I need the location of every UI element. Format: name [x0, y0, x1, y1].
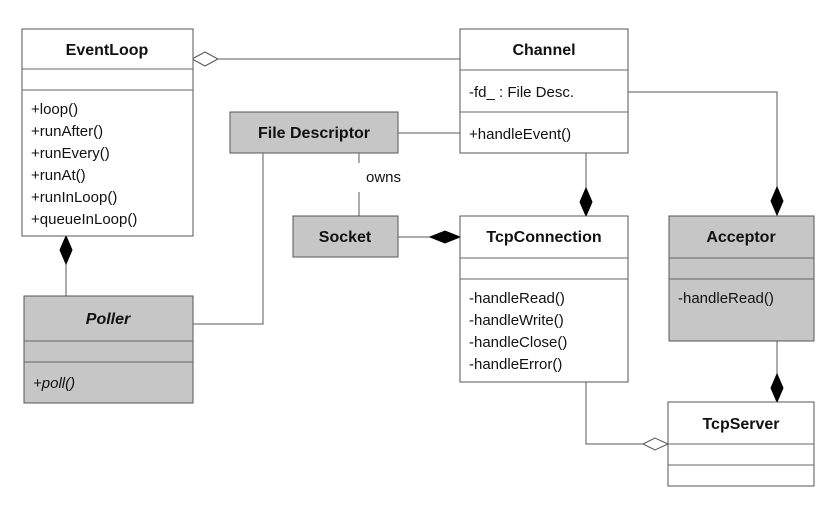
- eventloop-box: [21, 28, 194, 237]
- poller-title: Poller: [86, 311, 131, 328]
- tcpconnection-socket-composition-diamond: [428, 230, 462, 244]
- tcpconnection-method: -handleError(): [469, 356, 562, 373]
- channel-title: Channel: [512, 42, 575, 59]
- tcpconnection-tcpserver-aggregation-line: [585, 382, 643, 445]
- socket-box: [292, 215, 399, 258]
- tcpconnection-box: [459, 215, 629, 383]
- class-eventloop: EventLoop +loop() +runAfter() +runEvery(…: [21, 28, 194, 237]
- eventloop-method: +loop(): [31, 101, 78, 118]
- acceptor-method: -handleRead(): [678, 290, 774, 307]
- eventloop-method: +runEvery(): [31, 145, 110, 162]
- acceptor-channel-composition-diamond: [770, 185, 784, 217]
- filedescriptor-poller-line: [193, 153, 264, 325]
- eventloop-method: +runAt(): [31, 167, 86, 184]
- tcpconnection-method: -handleWrite(): [469, 312, 564, 329]
- eventloop-composition-diamond: [59, 234, 73, 266]
- filedescriptor-title: File Descriptor: [258, 125, 370, 142]
- filedescriptor-box: [229, 111, 399, 154]
- eventloop-aggregation-diamond: [190, 51, 220, 67]
- eventloop-method: +runInLoop(): [31, 189, 117, 206]
- channel-acceptor-composition-line: [628, 91, 778, 187]
- channel-method: +handleEvent(): [469, 126, 571, 143]
- tcpserver-aggregation-diamond: [641, 437, 670, 451]
- eventloop-method: +runAfter(): [31, 123, 103, 140]
- class-tcpconnection: TcpConnection -handleRead() -handleWrite…: [459, 215, 629, 383]
- poller-method: +poll(): [33, 375, 75, 392]
- tcpconnection-method: -handleRead(): [469, 290, 565, 307]
- class-acceptor: Acceptor -handleRead(): [668, 215, 815, 342]
- tcpconnection-channel-composition-diamond: [579, 186, 593, 218]
- tcpserver-title: TcpServer: [702, 416, 779, 433]
- channel-box: [459, 28, 629, 154]
- poller-box: [23, 295, 194, 404]
- owns-label: owns: [366, 169, 401, 186]
- class-filedescriptor: File Descriptor: [229, 111, 399, 154]
- class-channel: Channel -fd_ : File Desc. +handleEvent(): [459, 28, 629, 154]
- class-poller: Poller +poll(): [23, 295, 194, 404]
- tcpconnection-title: TcpConnection: [486, 229, 601, 246]
- socket-title: Socket: [319, 229, 372, 246]
- eventloop-method: +queueInLoop(): [31, 211, 137, 228]
- acceptor-title: Acceptor: [706, 229, 775, 246]
- connectors: [59, 51, 784, 451]
- eventloop-title: EventLoop: [66, 42, 149, 59]
- tcpserver-acceptor-composition-diamond: [770, 372, 784, 404]
- class-socket: Socket: [292, 215, 399, 258]
- class-tcpserver: TcpServer: [667, 401, 815, 487]
- tcpconnection-method: -handleClose(): [469, 334, 567, 351]
- channel-attribute: -fd_ : File Desc.: [469, 84, 574, 101]
